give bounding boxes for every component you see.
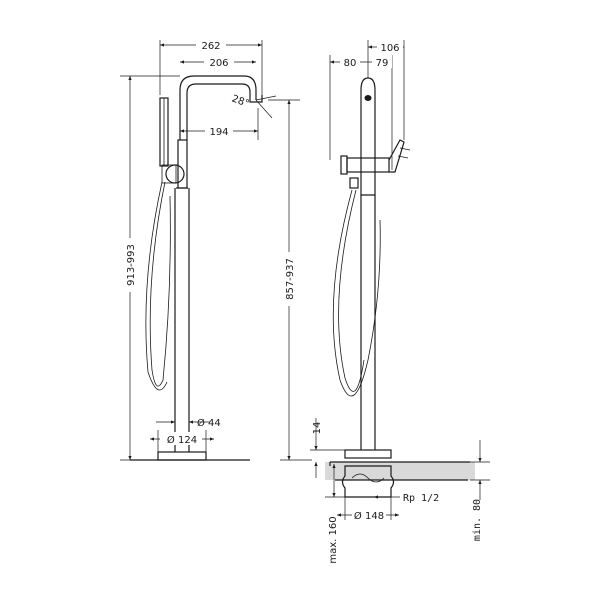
dim-262: 262 (201, 41, 220, 52)
dim-angle: 28° (230, 94, 250, 110)
front-upper-body (177, 139, 188, 189)
front-handle-knob (165, 164, 185, 184)
front-spout (179, 75, 263, 140)
dim-dia-124: Ø 124 (167, 434, 197, 446)
dim-913-993: 913-993 (126, 244, 137, 286)
dim-thread: Rp 1/2 (403, 493, 439, 504)
side-spout-body (360, 77, 376, 196)
side-handle (346, 157, 390, 173)
side-hose (332, 189, 381, 397)
dim-14: 14 (312, 422, 323, 435)
dim-80: 80 (344, 58, 357, 69)
front-base-plate (157, 451, 207, 461)
dim-79: 79 (376, 58, 389, 69)
dim-194: 194 (209, 127, 228, 138)
dim-857-937: 857-937 (285, 258, 296, 300)
front-hose (145, 181, 171, 391)
dim-206: 206 (209, 58, 228, 69)
dim-dia-148: Ø 148 (354, 510, 384, 522)
dim-dia-44: Ø 44 (197, 417, 221, 429)
side-view: 106 80 79 857-937 14 max. 160 Ø 148 Rp 1… (268, 40, 490, 564)
dim-min-80: min. 80 (472, 499, 483, 541)
front-view: 262 206 28° 194 913-993 Ø 44 Ø 124 (120, 38, 277, 461)
dim-106: 106 (380, 43, 399, 54)
dim-max-160: max. 160 (328, 516, 339, 563)
side-base-plate (344, 449, 392, 459)
side-floor (325, 462, 475, 480)
